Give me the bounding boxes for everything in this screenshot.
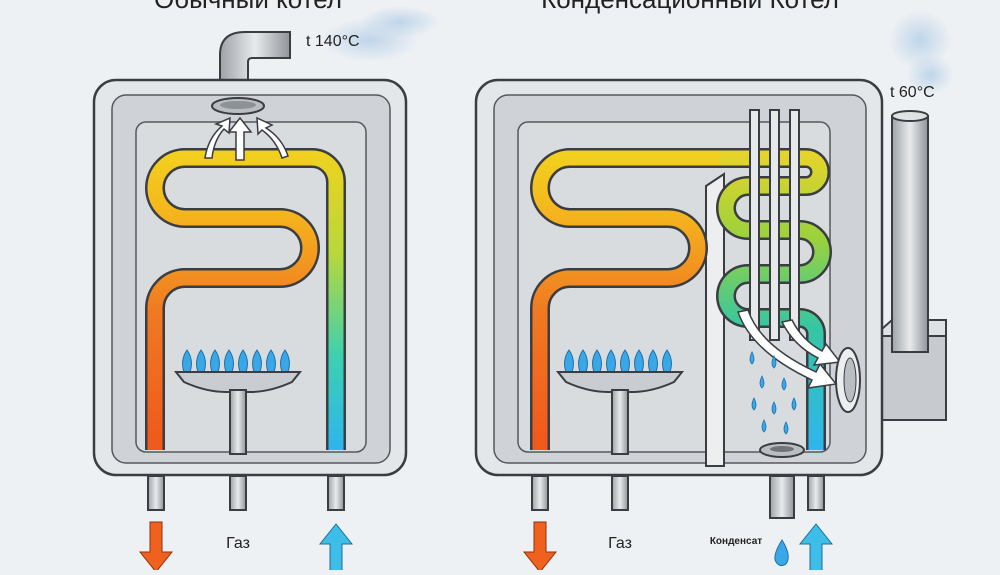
temp-label-condensing: t 60°C	[890, 84, 935, 101]
heat-exchanger-return	[311, 150, 344, 450]
hot-water-outlet-pipe	[531, 475, 549, 511]
burner-flames	[564, 349, 672, 373]
condensing-boiler: t 60°C	[474, 10, 954, 573]
temp-label-conventional: t 140°C	[306, 33, 360, 50]
steam-cloud	[906, 55, 954, 95]
gas-burner	[173, 349, 303, 455]
flue-chimney-top	[891, 110, 929, 122]
hot-gas-arrows	[204, 116, 289, 161]
partition-plate	[705, 172, 725, 467]
cold-water-inlet-pipe	[807, 475, 825, 511]
gas-burner	[555, 349, 685, 455]
chimney-pipe	[219, 31, 291, 83]
steam-cloud	[360, 6, 440, 38]
title-conventional: Обычный котел	[154, 0, 342, 14]
flue-outlet-hole	[843, 357, 857, 403]
title-condensing: Конденсационный Котел	[541, 0, 839, 14]
heat-exchanger-coil	[532, 150, 720, 450]
gas-inlet-pipe	[229, 475, 247, 511]
condensate-label: Конденсат	[710, 536, 762, 547]
steam-cloud	[888, 10, 952, 70]
hot-water-out-arrow	[138, 521, 174, 573]
flue-tubes	[749, 109, 800, 341]
hot-water-outlet-pipe	[147, 475, 165, 511]
condensate-drop-icon	[774, 539, 789, 567]
condensate-drain-hole	[770, 446, 794, 452]
heat-exchanger-coil	[147, 150, 318, 450]
conventional-boiler: t 140°C	[92, 6, 440, 573]
cold-water-in-arrow	[318, 523, 354, 573]
exhaust-outlet-hole	[220, 101, 256, 109]
condensate-droplets	[749, 351, 797, 435]
gas-label-conventional: Газ	[226, 535, 250, 552]
burner-flames	[182, 349, 290, 373]
condensate-drain-pipe	[769, 475, 795, 519]
cold-water-in-arrow	[798, 523, 834, 573]
cold-water-inlet-pipe	[327, 475, 345, 511]
gas-label-condensing: Газ	[608, 535, 632, 552]
flue-chimney	[891, 115, 929, 353]
gas-inlet-pipe	[611, 475, 629, 511]
hot-water-out-arrow	[522, 521, 558, 573]
